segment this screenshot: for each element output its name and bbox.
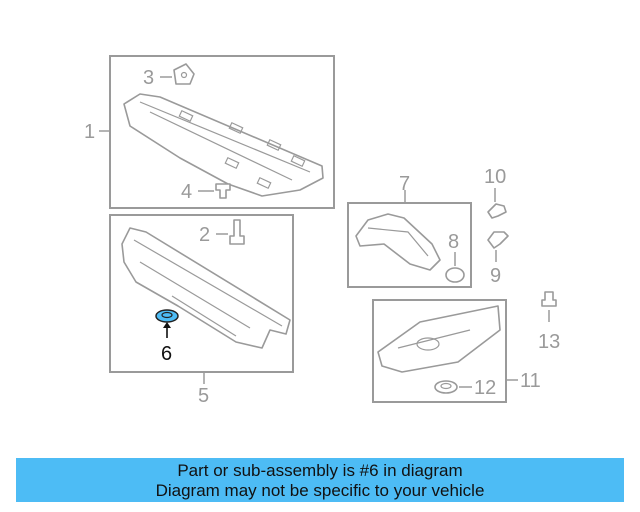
clip-part-3: 3: [143, 63, 195, 89]
cover-part-7: [355, 213, 441, 271]
group-box-1: 1: [84, 55, 335, 209]
callout-5: 5: [198, 385, 209, 407]
callout-12: 12: [474, 377, 496, 399]
callout-10: 10: [484, 166, 506, 188]
caption-banner: Part or sub-assembly is #6 in diagram Di…: [16, 458, 624, 502]
callout-2: 2: [199, 224, 210, 246]
clip-part-10: 10: [484, 166, 507, 219]
callout-6: 6: [161, 343, 172, 365]
group-box-7: 7: [347, 173, 472, 288]
push-clip-part-4: 4: [181, 181, 231, 203]
caption-line-2: Diagram may not be specific to your vehi…: [155, 481, 485, 500]
under-cover-panel-upper: [123, 93, 324, 197]
under-cover-panel-rear: [121, 227, 291, 349]
callout-7: 7: [399, 173, 410, 195]
group-box-5: 5: [109, 214, 294, 407]
clip-part-9: 9: [487, 231, 509, 287]
bolt-part-2: 2: [199, 219, 245, 246]
group-box-11: 11: [372, 299, 541, 403]
callout-11: 11: [520, 370, 541, 392]
seal-part-8: 8: [445, 231, 465, 283]
grommet-part-6: 6: [155, 309, 179, 365]
callout-1: 1: [84, 121, 95, 143]
callout-13: 13: [538, 331, 560, 353]
under-cover-panel-11: [377, 305, 501, 373]
parts-diagram: 1 3 4 5 2: [84, 55, 560, 407]
callout-9: 9: [490, 265, 501, 287]
bolt-part-13: 13: [538, 291, 560, 353]
callout-4: 4: [181, 181, 192, 203]
caption-line-1: Part or sub-assembly is #6 in diagram: [177, 461, 463, 480]
callout-3: 3: [143, 67, 154, 89]
grommet-part-12: 12: [434, 377, 496, 399]
callout-8: 8: [448, 231, 459, 253]
